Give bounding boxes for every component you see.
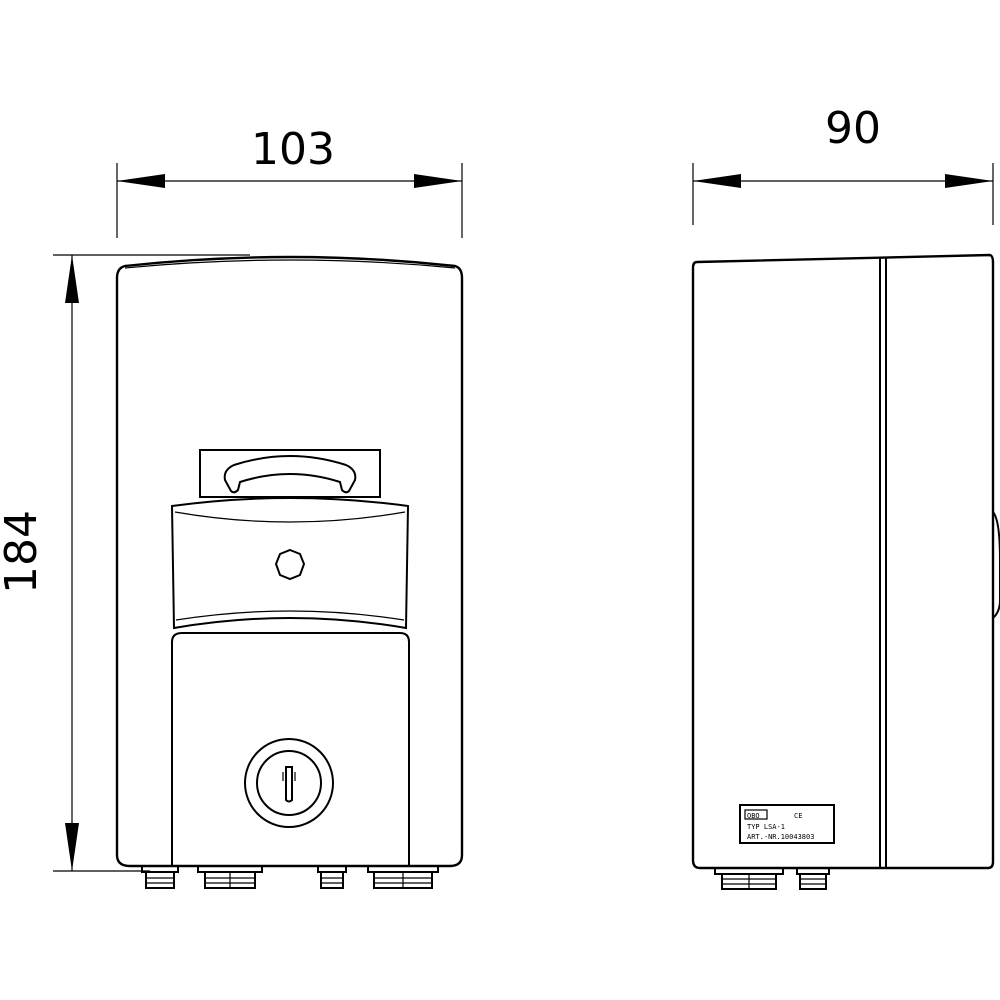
indicator-lamp-icon <box>274 548 306 581</box>
height-label: 184 <box>0 510 47 594</box>
key-lock-icon <box>244 738 334 828</box>
side-depth-label: 90 <box>825 103 881 154</box>
front-housing <box>115 255 464 868</box>
nameplate-article: ART.-NR.10043803 <box>747 833 814 841</box>
side-view: OBO CE TYP LSA-1 ART.-NR.10043803 <box>691 253 1000 890</box>
front-width-dimension: 103 <box>116 124 463 238</box>
cable-gland <box>796 868 830 890</box>
cable-gland <box>317 866 347 889</box>
handset-window <box>199 449 381 498</box>
nameplate-brand: OBO <box>747 812 760 820</box>
side-cable-glands <box>714 868 830 890</box>
front-view <box>115 255 464 889</box>
nameplate-mark: CE <box>794 812 802 820</box>
side-housing <box>691 253 995 870</box>
front-cable-glands <box>141 866 439 889</box>
front-width-label: 103 <box>251 124 335 175</box>
cable-gland <box>141 866 179 889</box>
side-depth-dimension: 90 <box>692 103 994 225</box>
nameplate-type: TYP LSA-1 <box>747 823 785 831</box>
key-module <box>171 632 410 867</box>
telephone-handset-icon <box>223 455 357 494</box>
lamp-module <box>170 497 410 630</box>
height-dimension: 184 <box>0 254 250 872</box>
nameplate: OBO CE TYP LSA-1 ART.-NR.10043803 <box>739 804 835 844</box>
cable-gland <box>367 866 439 889</box>
cable-gland <box>714 868 784 890</box>
cable-gland <box>197 866 263 889</box>
